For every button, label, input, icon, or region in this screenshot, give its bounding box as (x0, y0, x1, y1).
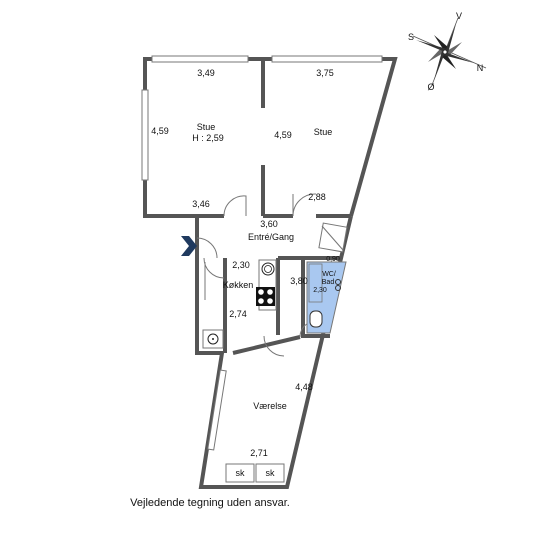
dim-bath-side: 3,80 (290, 276, 308, 286)
room-name-kokken: Køkken (223, 280, 254, 290)
compass-rose: V S N Ø (408, 11, 487, 92)
dim-kokken-bottom: 2,74 (229, 309, 247, 319)
toilet-icon (309, 310, 323, 328)
bath-length-label: 2,30 (313, 287, 327, 294)
kitchen-fixtures (202, 259, 277, 349)
windows (141, 55, 383, 451)
closet-label: sk (236, 468, 246, 478)
dim-stue-right-top: 3,75 (316, 68, 334, 78)
compass-v-label: V (456, 11, 462, 21)
bathroom: 0,90 2,30 WC/ Bad (306, 256, 347, 334)
room-name-stue-right: Stue (314, 127, 333, 137)
room-name-vaerelse: Værelse (253, 401, 287, 411)
room-name-stue-left: Stue (197, 122, 216, 132)
bad-label: Bad (322, 279, 335, 286)
dim-stue-left-bottom: 3,46 (192, 199, 210, 209)
dim-kokken-top: 2,30 (232, 260, 250, 270)
room-height-label: H : 2,59 (192, 133, 224, 143)
door-swings (196, 193, 317, 357)
closet-label: sk (266, 468, 276, 478)
entrance-arrow-icon (181, 236, 197, 256)
dim-stue-left-side: 4,59 (151, 126, 169, 136)
compass-n-label: N (477, 63, 484, 73)
disclaimer-text: Vejledende tegning uden ansvar. (130, 497, 290, 509)
compass-s-label: S (408, 32, 414, 42)
bath-width-label: 0,90 (326, 256, 340, 263)
room-name-entre: Entré/Gang (248, 232, 294, 242)
entre-cabinet (318, 222, 348, 253)
dim-stue-right-side: 4,59 (274, 130, 292, 140)
drain-icon (335, 279, 341, 285)
closets: sk sk (225, 463, 285, 483)
dim-stue-left-top: 3,49 (197, 68, 215, 78)
interior-walls (207, 59, 351, 489)
dim-vaerelse-side: 4,48 (295, 382, 313, 392)
compass-o-label: Ø (427, 82, 434, 92)
extractor-fan-icon (261, 262, 275, 276)
dim-vaerelse-bottom: 2,71 (250, 448, 268, 458)
stove-icon (256, 287, 275, 306)
wc-label: WC/ (322, 271, 336, 278)
shower-area (308, 263, 323, 303)
dim-entre-width: 3,60 (260, 219, 278, 229)
dim-stue-right-bottom: 2,88 (308, 192, 326, 202)
